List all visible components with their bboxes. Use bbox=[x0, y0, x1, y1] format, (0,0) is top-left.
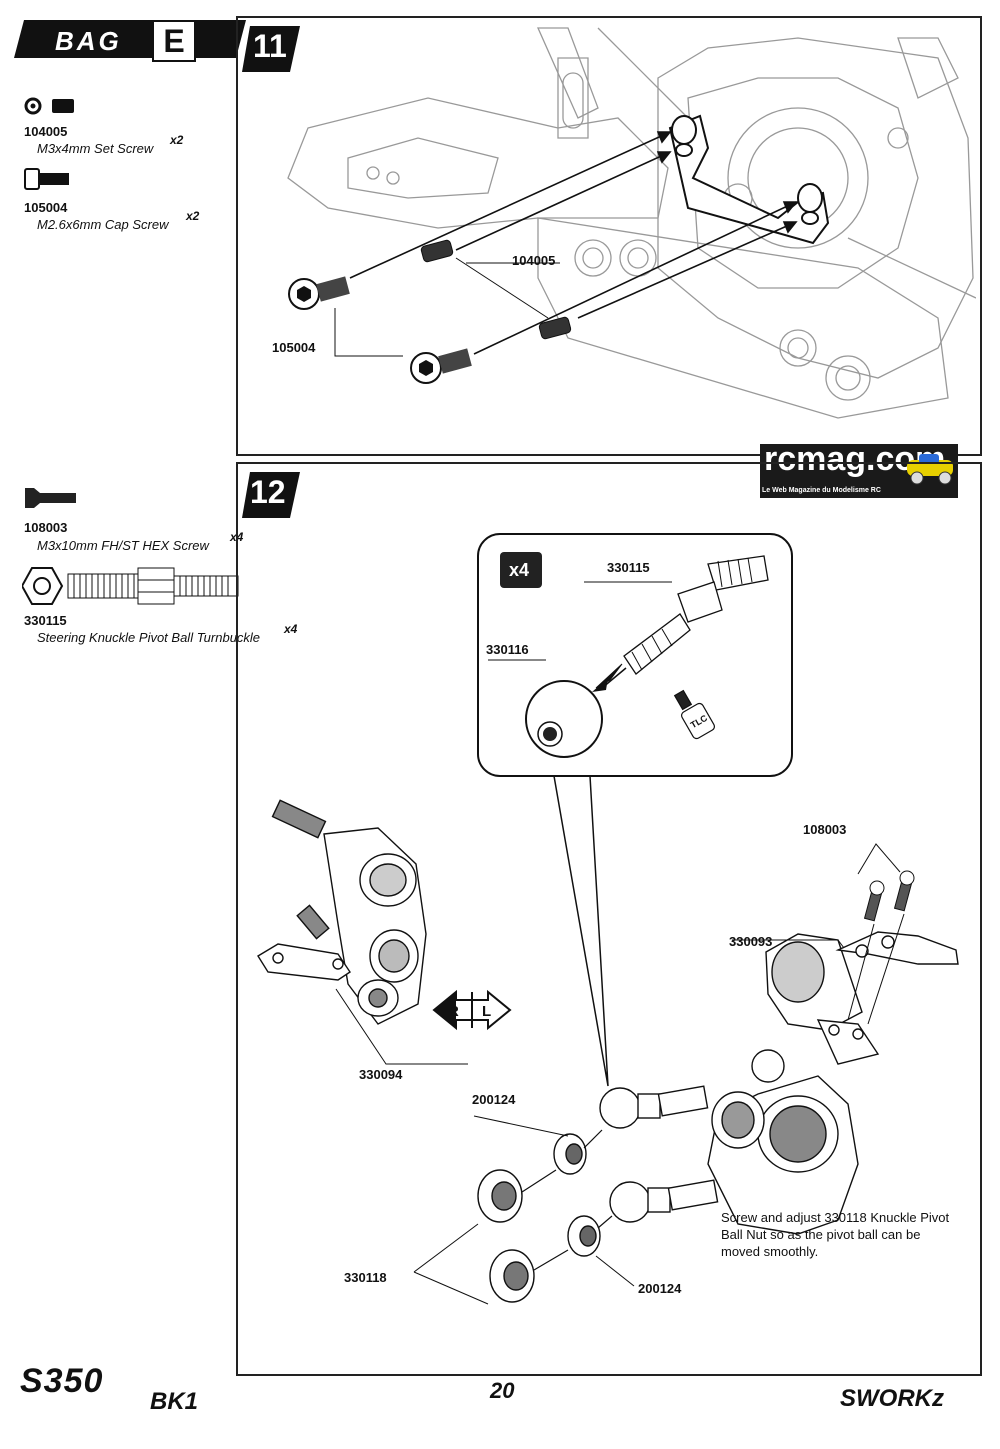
callout-ball-cup-top: 200124 bbox=[472, 1092, 516, 1107]
cap-screw-icon bbox=[24, 168, 69, 190]
rl-right-label: L bbox=[482, 1003, 491, 1020]
step11-badge bbox=[242, 26, 300, 72]
part-name-105004: M2.6x6mm Cap Screw bbox=[37, 217, 169, 232]
part-name-330115: Steering Knuckle Pivot Ball Turnbuckle bbox=[37, 630, 261, 645]
inset-turnbuckle-code: 330115 bbox=[607, 560, 650, 575]
part-name-108003: M3x10mm FH/ST HEX Screw bbox=[37, 538, 209, 553]
step11-diagram bbox=[287, 27, 976, 419]
step12-badge bbox=[242, 472, 300, 518]
rl-left-label: R bbox=[448, 1003, 459, 1020]
callout-steering-arm: 330093 bbox=[729, 934, 773, 949]
step12-frame bbox=[236, 462, 982, 1376]
callout-knuckle: 330094 bbox=[359, 1067, 403, 1082]
part-code-330115: 330115 bbox=[24, 613, 67, 628]
turnbuckle-icon bbox=[22, 567, 239, 605]
page-number: 20 bbox=[490, 1378, 515, 1403]
bag-letter: E bbox=[152, 20, 196, 62]
bag-label: BAG bbox=[55, 26, 122, 56]
part-code-105004: 105004 bbox=[24, 200, 68, 215]
callout-set-screw: 104005 bbox=[512, 253, 556, 268]
part-code-108003: 108003 bbox=[24, 520, 68, 535]
brand-logo: SWORKz bbox=[840, 1385, 944, 1412]
part-code-104005: 104005 bbox=[24, 124, 68, 139]
step12-diagram: TLC R L bbox=[257, 533, 959, 1305]
callout-fh-screw: 108003 bbox=[803, 822, 847, 837]
callout-ball-cup-bottom: 200124 bbox=[638, 1281, 682, 1296]
step11-frame bbox=[236, 16, 982, 456]
model-logo-sub: BK1 bbox=[150, 1388, 199, 1415]
set-screw-icon bbox=[24, 97, 74, 115]
assembly-note: Screw and adjust 330118 Knuckle Pivot Ba… bbox=[721, 1210, 950, 1259]
flat-head-screw-icon bbox=[25, 488, 76, 508]
part-qty-330115: x4 bbox=[284, 622, 298, 636]
callout-cap-screw: 105004 bbox=[272, 340, 316, 355]
part-name-104005: M3x4mm Set Screw bbox=[37, 141, 154, 156]
bag-banner bbox=[14, 20, 246, 58]
rcmag-tagline: Le Web Magazine du Modelisme RC bbox=[762, 487, 881, 494]
inset-ball-code: 330116 bbox=[486, 642, 529, 657]
step11-number: 11 bbox=[253, 28, 287, 64]
part-qty-105004: x2 bbox=[186, 209, 200, 223]
step12-number: 12 bbox=[250, 474, 286, 510]
model-logo-main: S350 bbox=[20, 1362, 104, 1400]
callout-nut: 330118 bbox=[344, 1270, 387, 1285]
rc-car-icon bbox=[907, 454, 953, 485]
inset-multiplier: x4 bbox=[509, 560, 530, 580]
part-qty-104005: x2 bbox=[170, 133, 184, 147]
